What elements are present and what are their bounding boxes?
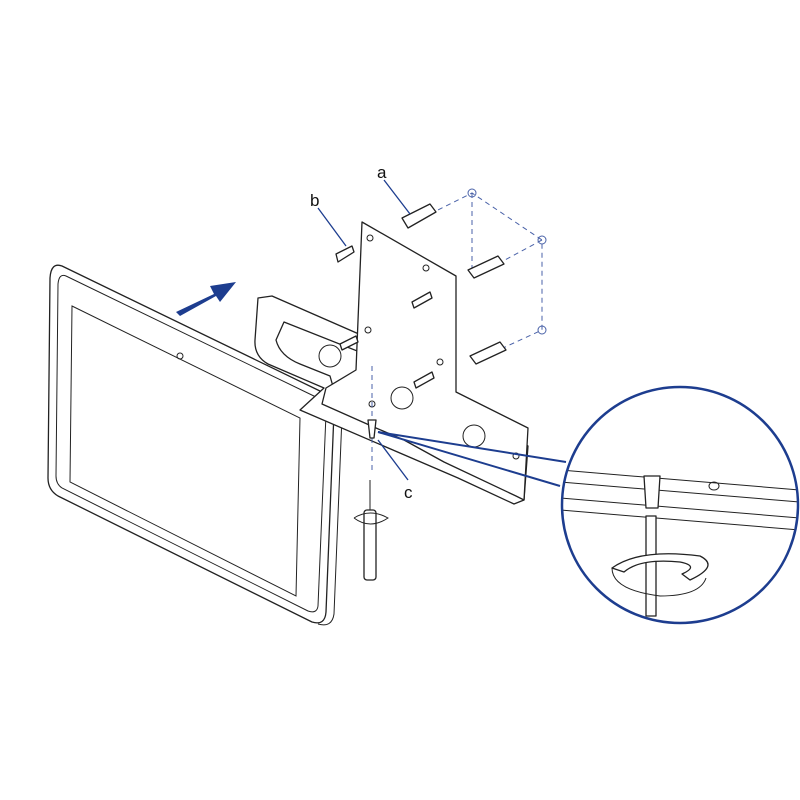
detail-magnifier: [560, 385, 800, 625]
screws: [335, 245, 435, 439]
direction-arrow-icon: [176, 282, 236, 316]
screwdriver-icon: [353, 480, 389, 581]
label-c: c: [404, 483, 413, 502]
label-a: a: [377, 163, 387, 182]
wall-anchors: [401, 203, 507, 365]
tablet-camera: [176, 352, 184, 360]
tablet-screen: [69, 305, 301, 597]
label-b: b: [310, 191, 319, 210]
